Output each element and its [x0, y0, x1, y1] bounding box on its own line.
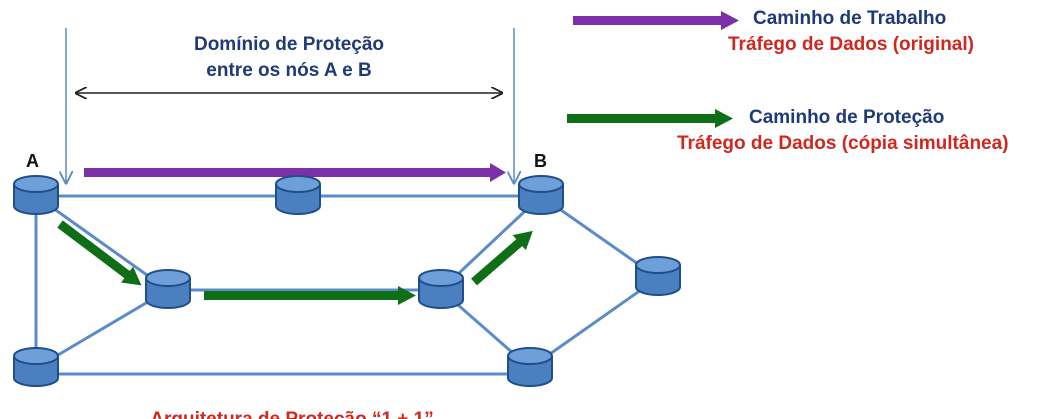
legend-working-path-subtitle: Tráfego de Dados (original) [728, 34, 974, 55]
legend-working-path-arrow [573, 11, 739, 30]
node-a[interactable] [13, 175, 59, 215]
protection-arrow-segment-1 [57, 220, 142, 286]
node-middle-right[interactable] [418, 269, 464, 309]
network-links [34, 194, 659, 376]
protection-path-arrows [57, 220, 533, 305]
node-bottom-left[interactable] [13, 347, 59, 387]
protection-arrow-segment-3 [471, 230, 533, 286]
legend-protection-path-arrow [567, 109, 733, 128]
diagram-caption: Arquitetura de Proteção “1 + 1” [150, 409, 434, 419]
protection-arrow-segment-2 [204, 286, 416, 305]
network-nodes [13, 175, 681, 387]
node-label-b: B [534, 151, 547, 171]
legend-working-path-title: Caminho de Trabalho [753, 8, 946, 29]
link-a-mid-left [35, 194, 169, 292]
working-path-arrow [84, 163, 506, 182]
node-b[interactable] [518, 175, 564, 215]
legend-protection-path-subtitle: Tráfego de Dados (cópia simultânea) [677, 133, 1009, 154]
node-middle-left[interactable] [145, 269, 191, 309]
node-label-a: A [26, 151, 39, 171]
domain-label-line1: Domínio de Proteção [194, 34, 384, 55]
node-top-middle[interactable] [275, 175, 321, 215]
domain-label-line2: entre os nós A e B [206, 60, 371, 81]
domain-boundaries [66, 28, 514, 183]
node-bottom-right[interactable] [507, 347, 553, 387]
legend-protection-path-title: Caminho de Proteção [749, 107, 944, 128]
node-right[interactable] [635, 256, 681, 296]
legend: Caminho de Trabalho Tráfego de Dados (or… [567, 8, 1009, 154]
